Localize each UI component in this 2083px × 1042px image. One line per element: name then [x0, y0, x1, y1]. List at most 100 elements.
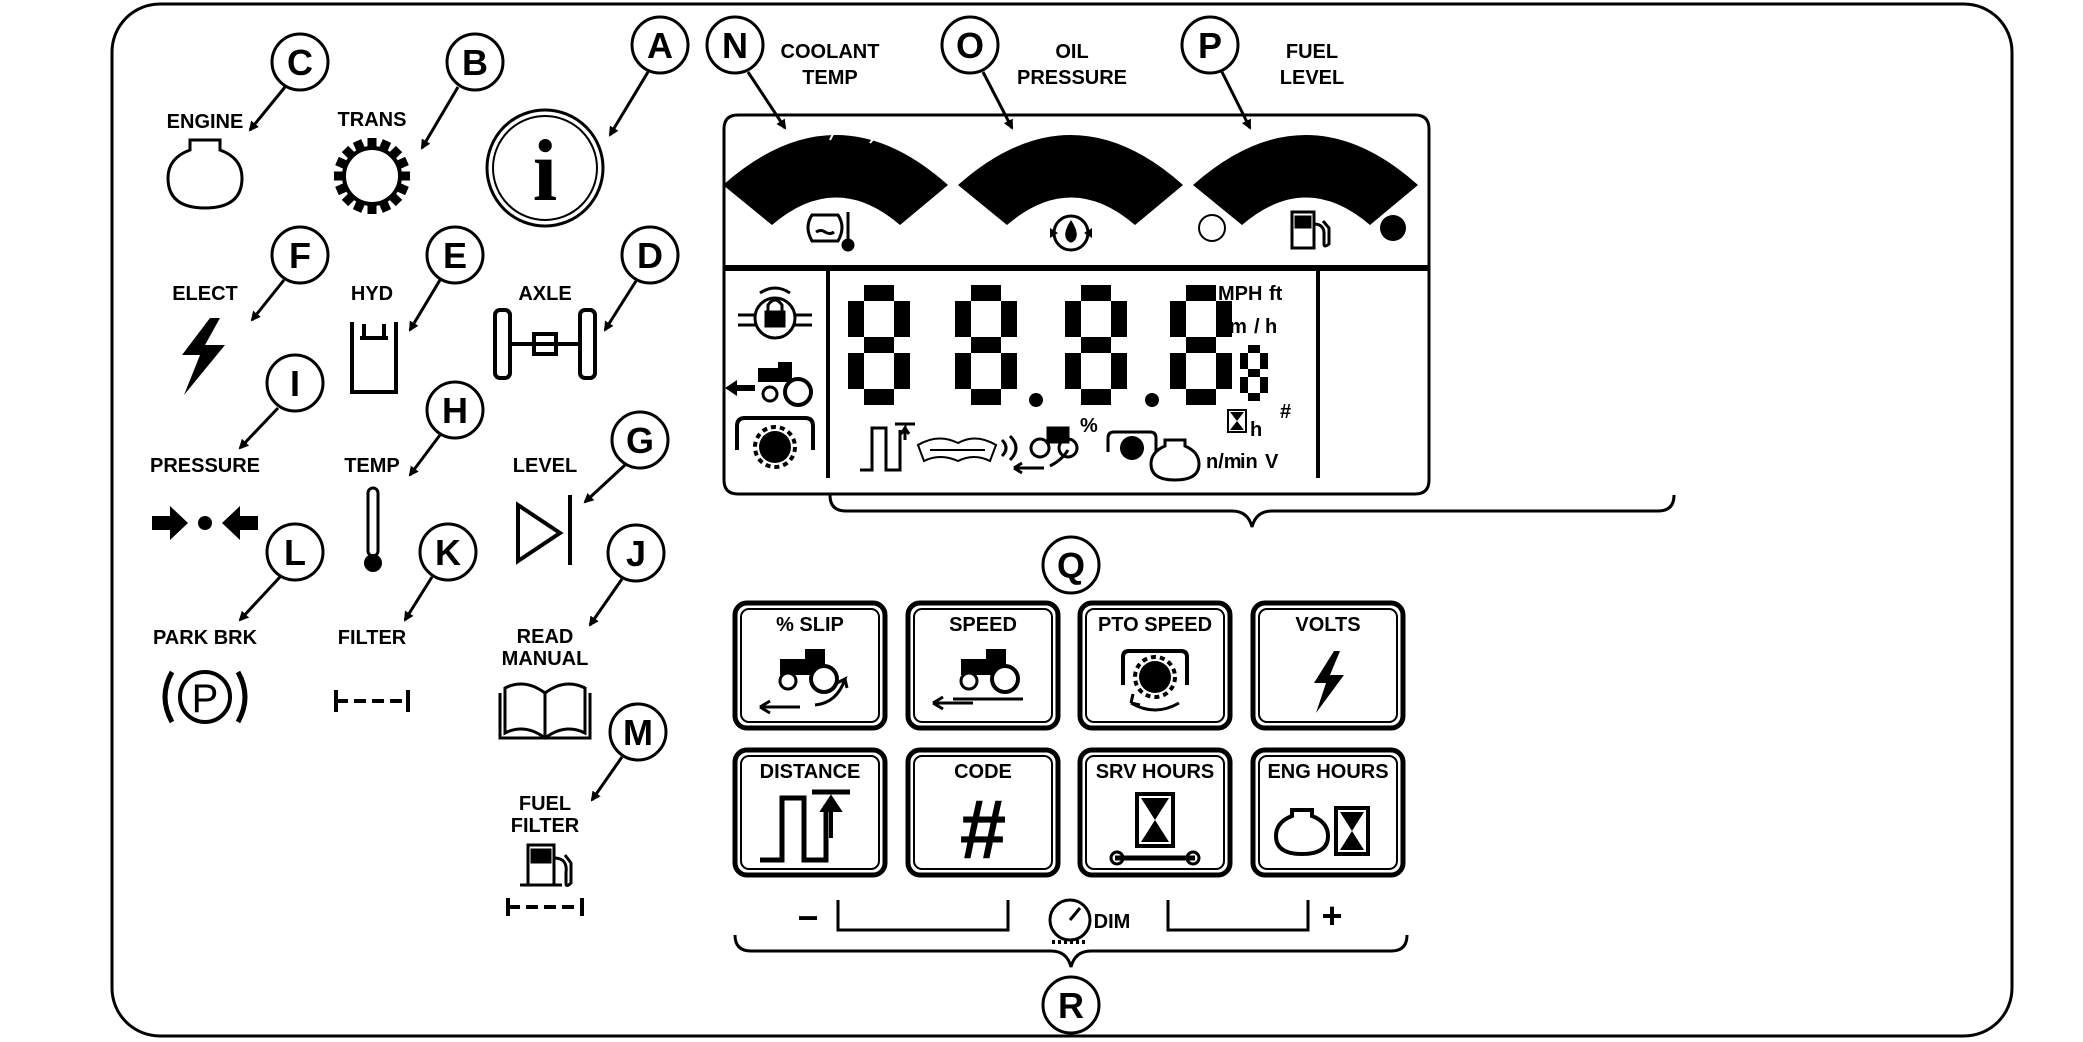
fuel-filter-label-2: FILTER [511, 815, 580, 837]
read-manual-small-icon [916, 437, 998, 463]
volts-button-label: VOLTS [1295, 614, 1360, 636]
fuel-pump-icon [520, 843, 573, 887]
empty-circle-icon [1198, 214, 1226, 242]
dim-minus-bracket [836, 900, 1010, 932]
pto-small-icon [1106, 430, 1158, 460]
callout-o-letter: O [956, 25, 984, 66]
fuel-filter-indicator: M FUEL FILTER [506, 702, 668, 916]
hash-indicator: # [1280, 401, 1291, 423]
axle-icon [493, 308, 597, 380]
pressure-icon [152, 506, 258, 540]
hyd-label: HYD [351, 283, 393, 305]
pto-icon [735, 416, 815, 469]
pto-speed-button[interactable]: PTO SPEED [1077, 600, 1233, 731]
distance-button-label: DISTANCE [760, 761, 861, 783]
axle-label: AXLE [518, 283, 571, 305]
info-glyph: i [533, 123, 557, 220]
wheel-slip-small-icon [1000, 426, 1079, 475]
callout-q-letter: Q [1057, 545, 1085, 586]
elect-label: ELECT [172, 283, 238, 305]
callout-r [1041, 975, 1101, 1035]
hydraulic-tank-icon [350, 322, 398, 394]
hourglass-small-icon [1227, 409, 1247, 433]
callout-i-letter: I [290, 363, 300, 404]
display-bracket [828, 494, 1676, 528]
distance-small-icon [860, 422, 915, 472]
level-icon [516, 495, 572, 565]
temp-indicator: H TEMP [344, 380, 485, 572]
callout-q [1041, 535, 1101, 595]
fuel-label-2: LEVEL [1280, 67, 1344, 89]
slip-button-label: % SLIP [776, 614, 844, 636]
distance-button[interactable]: DISTANCE [732, 747, 888, 878]
full-circle-icon [1380, 215, 1406, 241]
callout-g-letter: G [626, 420, 654, 461]
volts-button[interactable]: VOLTS [1250, 600, 1406, 731]
filter-label: FILTER [338, 627, 407, 649]
unit-in: in [1240, 451, 1258, 473]
oil-label-2: PRESSURE [1017, 67, 1127, 89]
elect-indicator: F ELECT [172, 225, 330, 395]
coolant-gauge [723, 125, 948, 252]
level-label: LEVEL [513, 455, 577, 477]
unit-km: km [1218, 316, 1247, 338]
seven-segment-readout [848, 285, 1232, 405]
dim-minus[interactable]: − [797, 897, 818, 938]
srv-hours-button[interactable]: SRV HOURS [1077, 747, 1233, 878]
code-button-label: CODE [954, 761, 1012, 783]
segment-digit [955, 285, 1017, 405]
outer-frame [110, 2, 2014, 1038]
coolant-label-2: TEMP [802, 67, 858, 89]
code-button[interactable]: CODE# [905, 747, 1061, 878]
dim-label: DIM [1094, 911, 1131, 933]
speed-button[interactable]: SPEED [905, 600, 1061, 731]
unit-ft: ft [1269, 283, 1283, 305]
pto-speed-button-label: PTO SPEED [1098, 614, 1212, 636]
read-manual-indicator: J READ MANUAL [498, 523, 666, 740]
buttons-bracket [733, 934, 1409, 968]
trans-indicator: B TRANS [334, 32, 505, 214]
read-manual-label-1: READ [517, 626, 574, 648]
slip-button[interactable]: % SLIP [732, 600, 888, 731]
park-brake-icon: P [162, 670, 248, 724]
eng-hours-button[interactable]: ENG HOURS [1250, 747, 1406, 878]
callout-n-letter: N [722, 25, 748, 66]
callout-k-letter: K [435, 532, 461, 573]
pto-speed-icon [1121, 649, 1189, 712]
fuel-level-gauge [1193, 135, 1418, 250]
fuel-filter-label-1: FUEL [519, 793, 571, 815]
read-manual-label-2: MANUAL [502, 648, 589, 670]
axle-indicator: D AXLE [493, 225, 680, 380]
eng-hours-button-label: ENG HOURS [1267, 761, 1388, 783]
hyd-indicator: E HYD [350, 225, 485, 394]
dim-gauge-icon[interactable] [1048, 898, 1092, 944]
callout-r-letter: R [1058, 985, 1084, 1026]
tractor-speed-icon [932, 649, 1023, 711]
volt-indicator: V [1265, 451, 1279, 473]
level-indicator: G LEVEL [513, 410, 670, 565]
unit-mph: MPH [1218, 283, 1262, 305]
dim-plus[interactable]: + [1321, 895, 1342, 936]
srv-hours-button-label: SRV HOURS [1096, 761, 1215, 783]
oil-label-1: OIL [1055, 41, 1088, 63]
engine-hours-icon [1273, 806, 1370, 857]
filter-icon [334, 690, 410, 712]
fuel-level-callout: P FUEL LEVEL [1180, 15, 1344, 130]
oil-pressure-callout: O OIL PRESSURE [940, 15, 1127, 130]
decimal-point [1145, 393, 1159, 407]
book-icon [498, 682, 592, 740]
callout-d-letter: D [637, 235, 663, 276]
wheel-slip-icon [759, 649, 849, 715]
unit-slash: / [1254, 316, 1260, 338]
callout-j-letter: J [626, 533, 646, 574]
callout-h-letter: H [442, 390, 468, 431]
lightning-icon [182, 318, 225, 395]
dim-plus-bracket [1166, 900, 1310, 932]
callout-p-letter: P [1198, 25, 1222, 66]
pressure-indicator: I PRESSURE [150, 353, 325, 540]
segment-digit [1240, 345, 1268, 401]
hours-h: h [1250, 419, 1262, 441]
gear-icon [334, 138, 410, 214]
temp-label: TEMP [344, 455, 400, 477]
